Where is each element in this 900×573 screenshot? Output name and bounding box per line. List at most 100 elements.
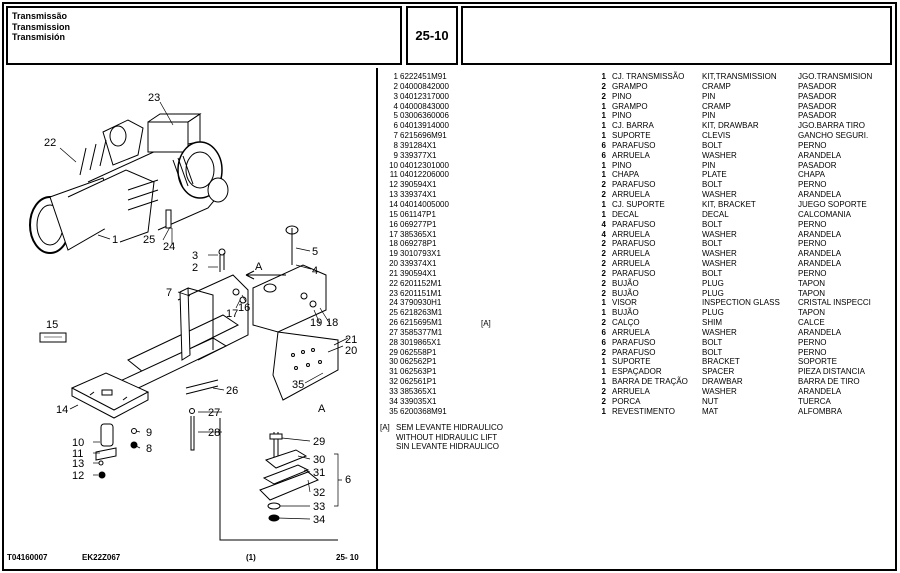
- parts-cell-part: 04013914000: [400, 121, 449, 131]
- callout-10: 10: [72, 437, 84, 449]
- parts-cell-es: CALCE: [798, 318, 825, 328]
- column-divider: [376, 68, 378, 569]
- parts-cell-item: 20: [389, 259, 398, 269]
- parts-cell-part: 062558P1: [400, 347, 437, 357]
- parts-cell-es: PASADOR: [798, 111, 837, 121]
- parts-cell-pt: BUJÃO: [612, 308, 639, 318]
- callout-20: 20: [345, 345, 357, 357]
- parts-cell-qty: 6: [601, 337, 606, 347]
- drawbar-frame-drawing: [117, 225, 339, 401]
- parts-cell-qty: 1: [601, 72, 606, 81]
- header-blank-box: [461, 6, 892, 65]
- parts-cell-en: DECAL: [702, 209, 729, 219]
- parts-cell-qty: 6: [601, 150, 606, 160]
- parts-cell-es: CRISTAL INSPECCI: [798, 298, 871, 308]
- parts-cell-qty: 1: [601, 367, 606, 377]
- parts-cell-en: INSPECTION GLASS: [702, 298, 780, 308]
- parts-cell-item: 10: [389, 160, 398, 170]
- parts-cell-part: 3585377M1: [400, 327, 443, 337]
- parts-cell-qty: 1: [601, 101, 606, 111]
- parts-cell-qty: 6: [601, 327, 606, 337]
- parts-cell-qty: 2: [601, 396, 606, 406]
- parts-cell-part: 6200368M91: [400, 406, 447, 416]
- parts-cell-es: ARANDELA: [798, 229, 842, 239]
- variant-marker: [A]: [481, 319, 491, 328]
- parts-cell-pt: REVESTIMENTO: [612, 406, 675, 416]
- parts-cell-item: 7: [393, 131, 398, 141]
- parts-cell-en: BRACKET: [702, 357, 740, 367]
- callout-29: 29: [313, 436, 325, 448]
- callout-34: 34: [313, 514, 325, 526]
- parts-cell-en: BOLT: [702, 219, 723, 229]
- parts-cell-qty: 2: [601, 81, 606, 91]
- note-es: SIN LEVANTE HIDRAULICO: [396, 442, 499, 451]
- parts-cell-item: 33: [389, 387, 398, 396]
- parts-cell-es: PERNO: [798, 239, 827, 249]
- parts-cell-es: PIEZA DISTANCIA: [798, 367, 865, 377]
- callout-9: 9: [146, 427, 152, 439]
- parts-cell-part: 062561P1: [400, 377, 437, 387]
- parts-cell-qty: 1: [601, 121, 606, 131]
- parts-cell-qty: 2: [601, 91, 606, 101]
- parts-cell-part: 6218263M1: [400, 308, 443, 318]
- parts-cell-item: 11: [389, 170, 398, 180]
- parts-cell-pt: ARRUELA: [612, 229, 650, 239]
- parts-cell-pt: PARAFUSO: [612, 180, 656, 190]
- parts-cell-qty: 1: [601, 209, 606, 219]
- footer-model-code: EK22Z067: [82, 553, 121, 562]
- parts-cell-es: CALCOMANIA: [798, 209, 851, 219]
- parts-cell-en: WASHER: [702, 190, 737, 200]
- parts-cell-qty: 1: [601, 170, 606, 180]
- parts-cell-part: 390594X1: [400, 268, 437, 278]
- parts-cell-item: 26: [389, 318, 398, 328]
- parts-cell-pt: VISOR: [612, 298, 637, 308]
- parts-cell-qty: 4: [601, 219, 606, 229]
- parts-cell-item: 12: [389, 180, 398, 190]
- parts-cell-es: JGO.TRANSMISION: [798, 72, 873, 81]
- callout-14: 14: [56, 404, 68, 416]
- parts-cell-pt: ARRUELA: [612, 387, 650, 396]
- parts-cell-part: 3010793X1: [400, 249, 441, 259]
- parts-cell-en: KIT,TRANSMISSION: [702, 72, 777, 81]
- parts-cell-item: 23: [389, 288, 398, 298]
- parts-cell-es: PERNO: [798, 219, 827, 229]
- parts-cell-qty: 1: [601, 377, 606, 387]
- parts-cell-part: 04000843000: [400, 101, 449, 111]
- parts-cell-part: 390594X1: [400, 180, 437, 190]
- callout-32: 32: [313, 487, 325, 499]
- parts-cell-pt: GRAMPO: [612, 101, 648, 111]
- parts-cell-pt: PARAFUSO: [612, 140, 656, 150]
- parts-cell-pt: DECAL: [612, 209, 639, 219]
- parts-cell-part: 385365X1: [400, 387, 437, 396]
- parts-cell-item: 21: [389, 268, 398, 278]
- parts-cell-qty: 1: [601, 160, 606, 170]
- parts-cell-item: 14: [389, 199, 398, 209]
- parts-cell-pt: ARRUELA: [612, 249, 650, 259]
- callout-8: 8: [146, 443, 152, 455]
- parts-cell-es: BARRA DE TIRO: [798, 377, 860, 387]
- callout-13: 13: [72, 458, 84, 470]
- parts-cell-part: 391284X1: [400, 140, 437, 150]
- parts-cell-en: PIN: [702, 111, 716, 121]
- parts-cell-pt: PINO: [612, 91, 632, 101]
- parts-cell-qty: 2: [601, 239, 606, 249]
- parts-cell-en: PIN: [702, 160, 716, 170]
- parts-cell-qty: 1: [601, 308, 606, 318]
- parts-cell-item: 34: [389, 396, 398, 406]
- parts-cell-en: WASHER: [702, 327, 737, 337]
- parts-cell-pt: SUPORTE: [612, 357, 651, 367]
- callout-30: 30: [313, 454, 325, 466]
- parts-cell-part: 339374X1: [400, 259, 437, 269]
- parts-cell-es: ALFOMBRA: [798, 406, 843, 416]
- parts-cell-item: 17: [389, 229, 398, 239]
- parts-cell-es: PERNO: [798, 140, 827, 150]
- parts-cell-qty: 1: [601, 111, 606, 121]
- parts-cell-es: PASADOR: [798, 160, 837, 170]
- parts-cell-pt: CJ. BARRA: [612, 121, 654, 131]
- parts-cell-item: 29: [389, 347, 398, 357]
- callout-2: 2: [192, 262, 198, 274]
- parts-cell-en: CRAMP: [702, 101, 731, 111]
- parts-cell-pt: PORCA: [612, 396, 641, 406]
- parts-cell-es: TAPON: [798, 308, 825, 318]
